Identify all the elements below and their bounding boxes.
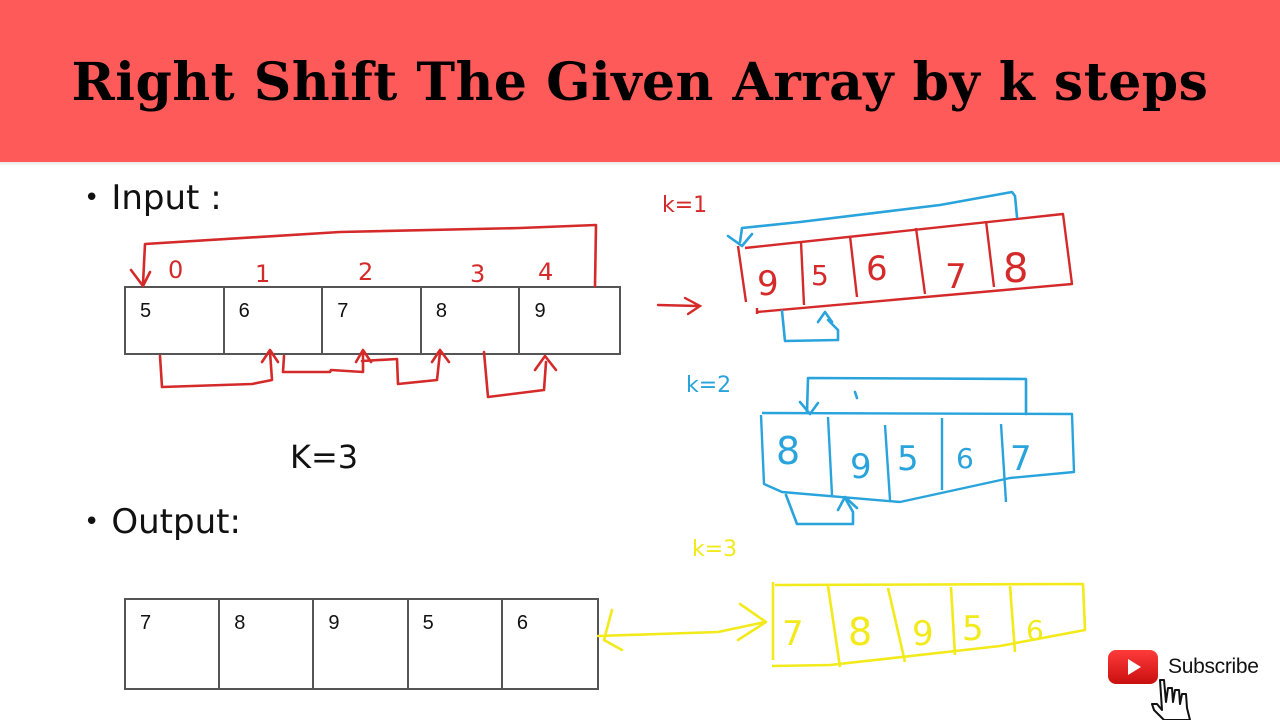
output-cell: 8: [220, 600, 315, 688]
index-label: 2: [358, 258, 373, 286]
page-title: Right Shift The Given Array by k steps: [71, 51, 1209, 113]
bullet-icon: •: [84, 507, 100, 537]
k-value-label: K=3: [290, 438, 359, 476]
index-label: 1: [255, 260, 270, 288]
step1-cell: 9: [757, 264, 779, 304]
input-cell: 9: [534, 300, 546, 322]
subscribe-label: Subscribe: [1168, 655, 1259, 678]
hand-cursor-icon: [1151, 679, 1191, 720]
shift-arrows: [158, 348, 558, 399]
step1-cell: 6: [866, 249, 888, 289]
right-arrow-icon: [656, 296, 703, 316]
step3-cell: 8: [848, 610, 872, 654]
step1-values: 9 5 6 7 8: [757, 246, 1028, 304]
input-cell: 7: [323, 288, 422, 353]
input-cell: 8: [422, 288, 521, 353]
title-banner: Right Shift The Given Array by k steps: [0, 0, 1280, 162]
youtube-play-icon: [1108, 650, 1158, 684]
step2-cell: 7: [1010, 439, 1032, 479]
step3-values: 7 8 9 5 6: [782, 609, 1044, 654]
step3-cell: 7: [782, 614, 804, 654]
input-wraparound-arrow: [129, 223, 598, 288]
input-cell: 5: [126, 288, 225, 353]
output-heading: • Output:: [84, 502, 241, 542]
step2-cell: 8: [776, 429, 800, 473]
input-heading: • Input :: [84, 178, 222, 218]
output-cell: 7: [126, 600, 221, 688]
banner-shadow: [0, 162, 1280, 166]
step2-values: 8 9 5 6 7: [776, 429, 1032, 487]
bullet-icon: •: [84, 183, 100, 213]
output-cell: 5: [409, 600, 503, 688]
output-cell: 6: [516, 612, 528, 634]
step1-array: [736, 212, 1074, 314]
step2-cell: 6: [956, 442, 974, 475]
output-link-arrow: [596, 602, 768, 652]
step1-cell: 8: [1003, 246, 1028, 292]
step1-shift-arrows: [726, 190, 1019, 343]
step3-array: [771, 582, 1087, 668]
step2-label: k=2: [686, 373, 731, 398]
input-cell: 6: [225, 288, 324, 353]
output-label: Output:: [111, 502, 241, 542]
step2-shift-arrows: [784, 376, 1028, 526]
index-label: 4: [538, 258, 553, 286]
step3-cell: 6: [1026, 614, 1044, 647]
step2-cell: 9: [850, 447, 872, 487]
step1-cell: 7: [945, 257, 967, 297]
input-array: 5 6 7 8 9: [124, 286, 621, 355]
step1-label: k=1: [662, 193, 707, 218]
index-label: 0: [168, 256, 183, 284]
step1-cell: 5: [811, 259, 829, 292]
play-icon: [1128, 659, 1141, 675]
index-label: 3: [470, 260, 485, 288]
input-label: Input :: [111, 178, 222, 218]
step2-cell: 5: [897, 439, 919, 479]
output-cell: 9: [314, 600, 409, 688]
output-array: 7 8 9 5 6: [124, 598, 599, 690]
step3-cell: 5: [962, 609, 984, 649]
step2-array: [759, 411, 1076, 504]
step3-label: k=3: [692, 537, 737, 562]
step3-cell: 9: [912, 614, 934, 654]
index-annotations: 0 1 2 3 4: [168, 256, 553, 288]
subscribe-button[interactable]: Subscribe: [1108, 650, 1259, 684]
